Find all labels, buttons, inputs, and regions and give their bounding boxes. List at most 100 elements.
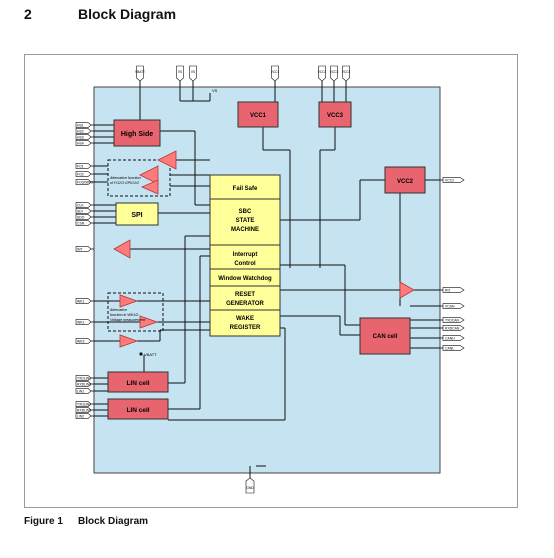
pin-left-txdlin1-15: TXDLIN1 [75, 375, 94, 381]
lin2-block [107, 398, 169, 420]
pin-left-label: LIN1 [77, 389, 84, 393]
pin-right-label: VCAN [445, 304, 455, 308]
pin-top-vcc3-5: VCC3 [330, 65, 338, 82]
wk2-amp-icon [139, 315, 159, 329]
pin-left-hs4-3: HS4 [75, 140, 94, 146]
pin-bottom-label: GND [246, 486, 254, 490]
fo2-amp-icon [139, 165, 159, 185]
ro-amp-icon [399, 281, 415, 299]
wiring [94, 78, 440, 488]
pin-left-label: FO1 [77, 164, 84, 168]
pin-right-ro-1: RO [440, 287, 465, 293]
pin-left-lin2-20: LIN2 [75, 413, 94, 419]
spi-block [115, 202, 159, 226]
pin-top-label: VCC2 [318, 70, 327, 74]
section-title: Block Diagram [78, 6, 177, 22]
pin-left-sdi-8: SDI [75, 208, 94, 214]
pin-right-vcan-2: VCAN [440, 303, 465, 309]
high-side-label: High Side [121, 131, 153, 138]
wk3-amp-icon [119, 334, 139, 348]
pin-left-wk2-13: WK2 [75, 319, 94, 325]
watchdog-label: Window Watchdog [218, 276, 272, 282]
pin-right-label: CANH [445, 336, 455, 340]
pin-left-label: CSN [77, 221, 85, 225]
can-cell-block [359, 317, 411, 355]
pin-top-vs-1: VS [176, 65, 184, 82]
spi-label: SPI [131, 212, 142, 219]
fo-alt-frame [107, 159, 171, 197]
sbc-label-line2: STATE [236, 218, 255, 224]
pin-left-label: HS1 [77, 123, 84, 127]
pin-left-label: FO2 [77, 172, 84, 176]
fo-note-line2: of FO2/3 GPIO1/2 [110, 181, 139, 185]
figure-label: Figure 1 [24, 516, 63, 527]
wk-note-line1: Alternative [109, 308, 127, 312]
wake-label-line2: REGISTER [230, 325, 261, 331]
lin1-label: LIN cell [126, 380, 149, 387]
sbc-label-line3: MACHINE [231, 227, 259, 233]
pin-left-wk3-14: WK3 [75, 338, 94, 344]
vcc2-block [384, 166, 426, 194]
vs-node-label: VS [212, 88, 218, 93]
pin-left-label: TXDLIN2 [77, 402, 91, 406]
pin-right-label: VCC2 [445, 178, 454, 182]
pin-left-wk1-12: WK1 [75, 298, 94, 304]
pin-top-label: VS [191, 70, 195, 74]
pin-left-csn-10: CSN [75, 220, 94, 226]
pin-left-int-11: INT [75, 246, 94, 252]
pin-top-label: VS [178, 70, 182, 74]
pin-right-canh-5: CANH [440, 335, 465, 341]
fo-note-line1: Alternative function [109, 176, 141, 180]
vcc3-label: VCC3 [327, 113, 344, 119]
interrupt-label-line2: Control [234, 261, 256, 267]
pin-left-clk-7: CLK [75, 202, 94, 208]
pin-left-hs2-1: HS2 [75, 128, 94, 134]
pin-top-label: VBATT [135, 70, 145, 74]
pin-left-hs3-2: HS3 [75, 134, 94, 140]
vcc3-block [318, 101, 352, 128]
pin-right-label: RXDCAN [445, 326, 460, 330]
pin-top-vbatt-0: VBATT [135, 65, 145, 82]
pin-left-label: CLK [77, 203, 84, 207]
reset-label-line1: RESET [235, 292, 255, 298]
pin-top-vcc3-6: VCC3 [342, 65, 351, 82]
pin-left-label: INT [77, 247, 82, 251]
pin-top-label: VCC3 [342, 70, 351, 74]
pin-left-label: HS2 [77, 129, 84, 133]
pin-right-txdcan-3: TXDCAN [440, 317, 465, 323]
pin-left-rxdlin2-19: RXDLIN2 [75, 407, 94, 413]
int-amp-icon [113, 239, 131, 259]
high-side-block [113, 119, 161, 147]
pin-left-label: WK2 [77, 320, 84, 324]
wk-alt-frame [107, 292, 164, 332]
wk1-amp-icon [119, 294, 139, 308]
wk-sense-label: VBATT [144, 352, 157, 357]
pin-left-lin1-17: LIN1 [75, 388, 94, 394]
fo3-amp-icon [141, 179, 159, 195]
vcc1-block [237, 101, 279, 128]
sbc-state-machine-block [209, 198, 281, 246]
pin-left-fo3-gpio-6: FO3/GPIO [75, 179, 94, 185]
pin-left-label: SDO [77, 215, 85, 219]
reset-label-line2: GENERATOR [226, 301, 264, 307]
reset-generator-block [209, 285, 281, 311]
vcc2-label: VCC2 [397, 179, 414, 185]
pin-right-rxdcan-4: RXDCAN [440, 325, 465, 331]
pin-left-fo1-4: FO1 [75, 163, 94, 169]
pin-top-label: VCC1 [271, 70, 280, 74]
pin-bottom-gnd: GND [245, 477, 254, 494]
pin-top-vs-2: VS [189, 65, 197, 82]
figure-title: Block Diagram [78, 516, 149, 527]
pin-left-txdlin2-18: TXDLIN2 [75, 401, 94, 407]
interrupt-control-block [209, 244, 281, 270]
pin-left-label: FO3/GPIO [77, 180, 93, 184]
pin-left-label: HS4 [77, 141, 84, 145]
wk-note-line3: Voltage measurement [110, 318, 146, 322]
fo1-amp-icon [157, 150, 177, 170]
lin2-label: LIN cell [126, 407, 149, 414]
pin-left-label: WK1 [77, 299, 84, 303]
wake-register-block [209, 309, 281, 337]
pin-left-sdo-9: SDO [75, 214, 94, 220]
pin-left-hs1-0: HS1 [75, 122, 94, 128]
